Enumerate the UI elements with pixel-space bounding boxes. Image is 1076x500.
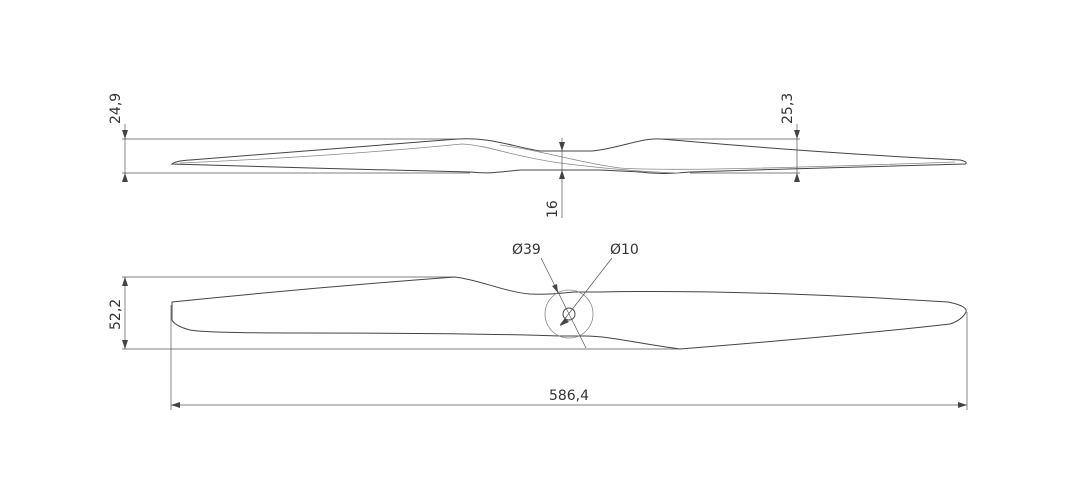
- dim-label-hub-diameter: Ø39: [512, 242, 541, 258]
- side-view-twist-line-left: [179, 143, 681, 174]
- dim-label-bore-diameter: Ø10: [610, 242, 639, 258]
- arrow-hub-a: [559, 142, 565, 151]
- side-view: 24,9 25,3 16: [108, 93, 967, 218]
- arrow-length-left: [171, 402, 180, 408]
- arrow-top-left-b: [122, 173, 128, 182]
- arrow-hub-diameter: [552, 284, 558, 293]
- hub-circle: [544, 289, 594, 339]
- dim-label-top-left-thickness: 24,9: [108, 93, 124, 124]
- arrow-top-left-a: [122, 130, 128, 139]
- leader-hub-diameter: [540, 257, 587, 349]
- side-view-twist-line-right: [499, 144, 956, 170]
- dim-label-top-right-thickness: 25,3: [780, 93, 796, 124]
- side-view-blade-upper: [170, 138, 967, 174]
- arrow-top-right-a: [794, 130, 800, 139]
- arrow-top-right-b: [794, 173, 800, 182]
- dim-label-hub-thickness: 16: [545, 200, 561, 218]
- leader-bore-diameter: [559, 257, 613, 326]
- arrow-chord-a: [122, 277, 128, 286]
- arrow-bore-diameter: [560, 318, 569, 326]
- plan-view: Ø39 Ø10 52,2 586,4: [108, 242, 968, 410]
- arrow-hub-b: [559, 170, 565, 179]
- dim-label-max-chord: 52,2: [108, 299, 124, 330]
- arrow-length-right: [958, 402, 967, 408]
- bore-circle: [562, 307, 576, 321]
- plan-view-blade-outline: [171, 276, 967, 350]
- arrow-chord-b: [122, 340, 128, 349]
- dim-label-overall-length: 586,4: [549, 388, 589, 404]
